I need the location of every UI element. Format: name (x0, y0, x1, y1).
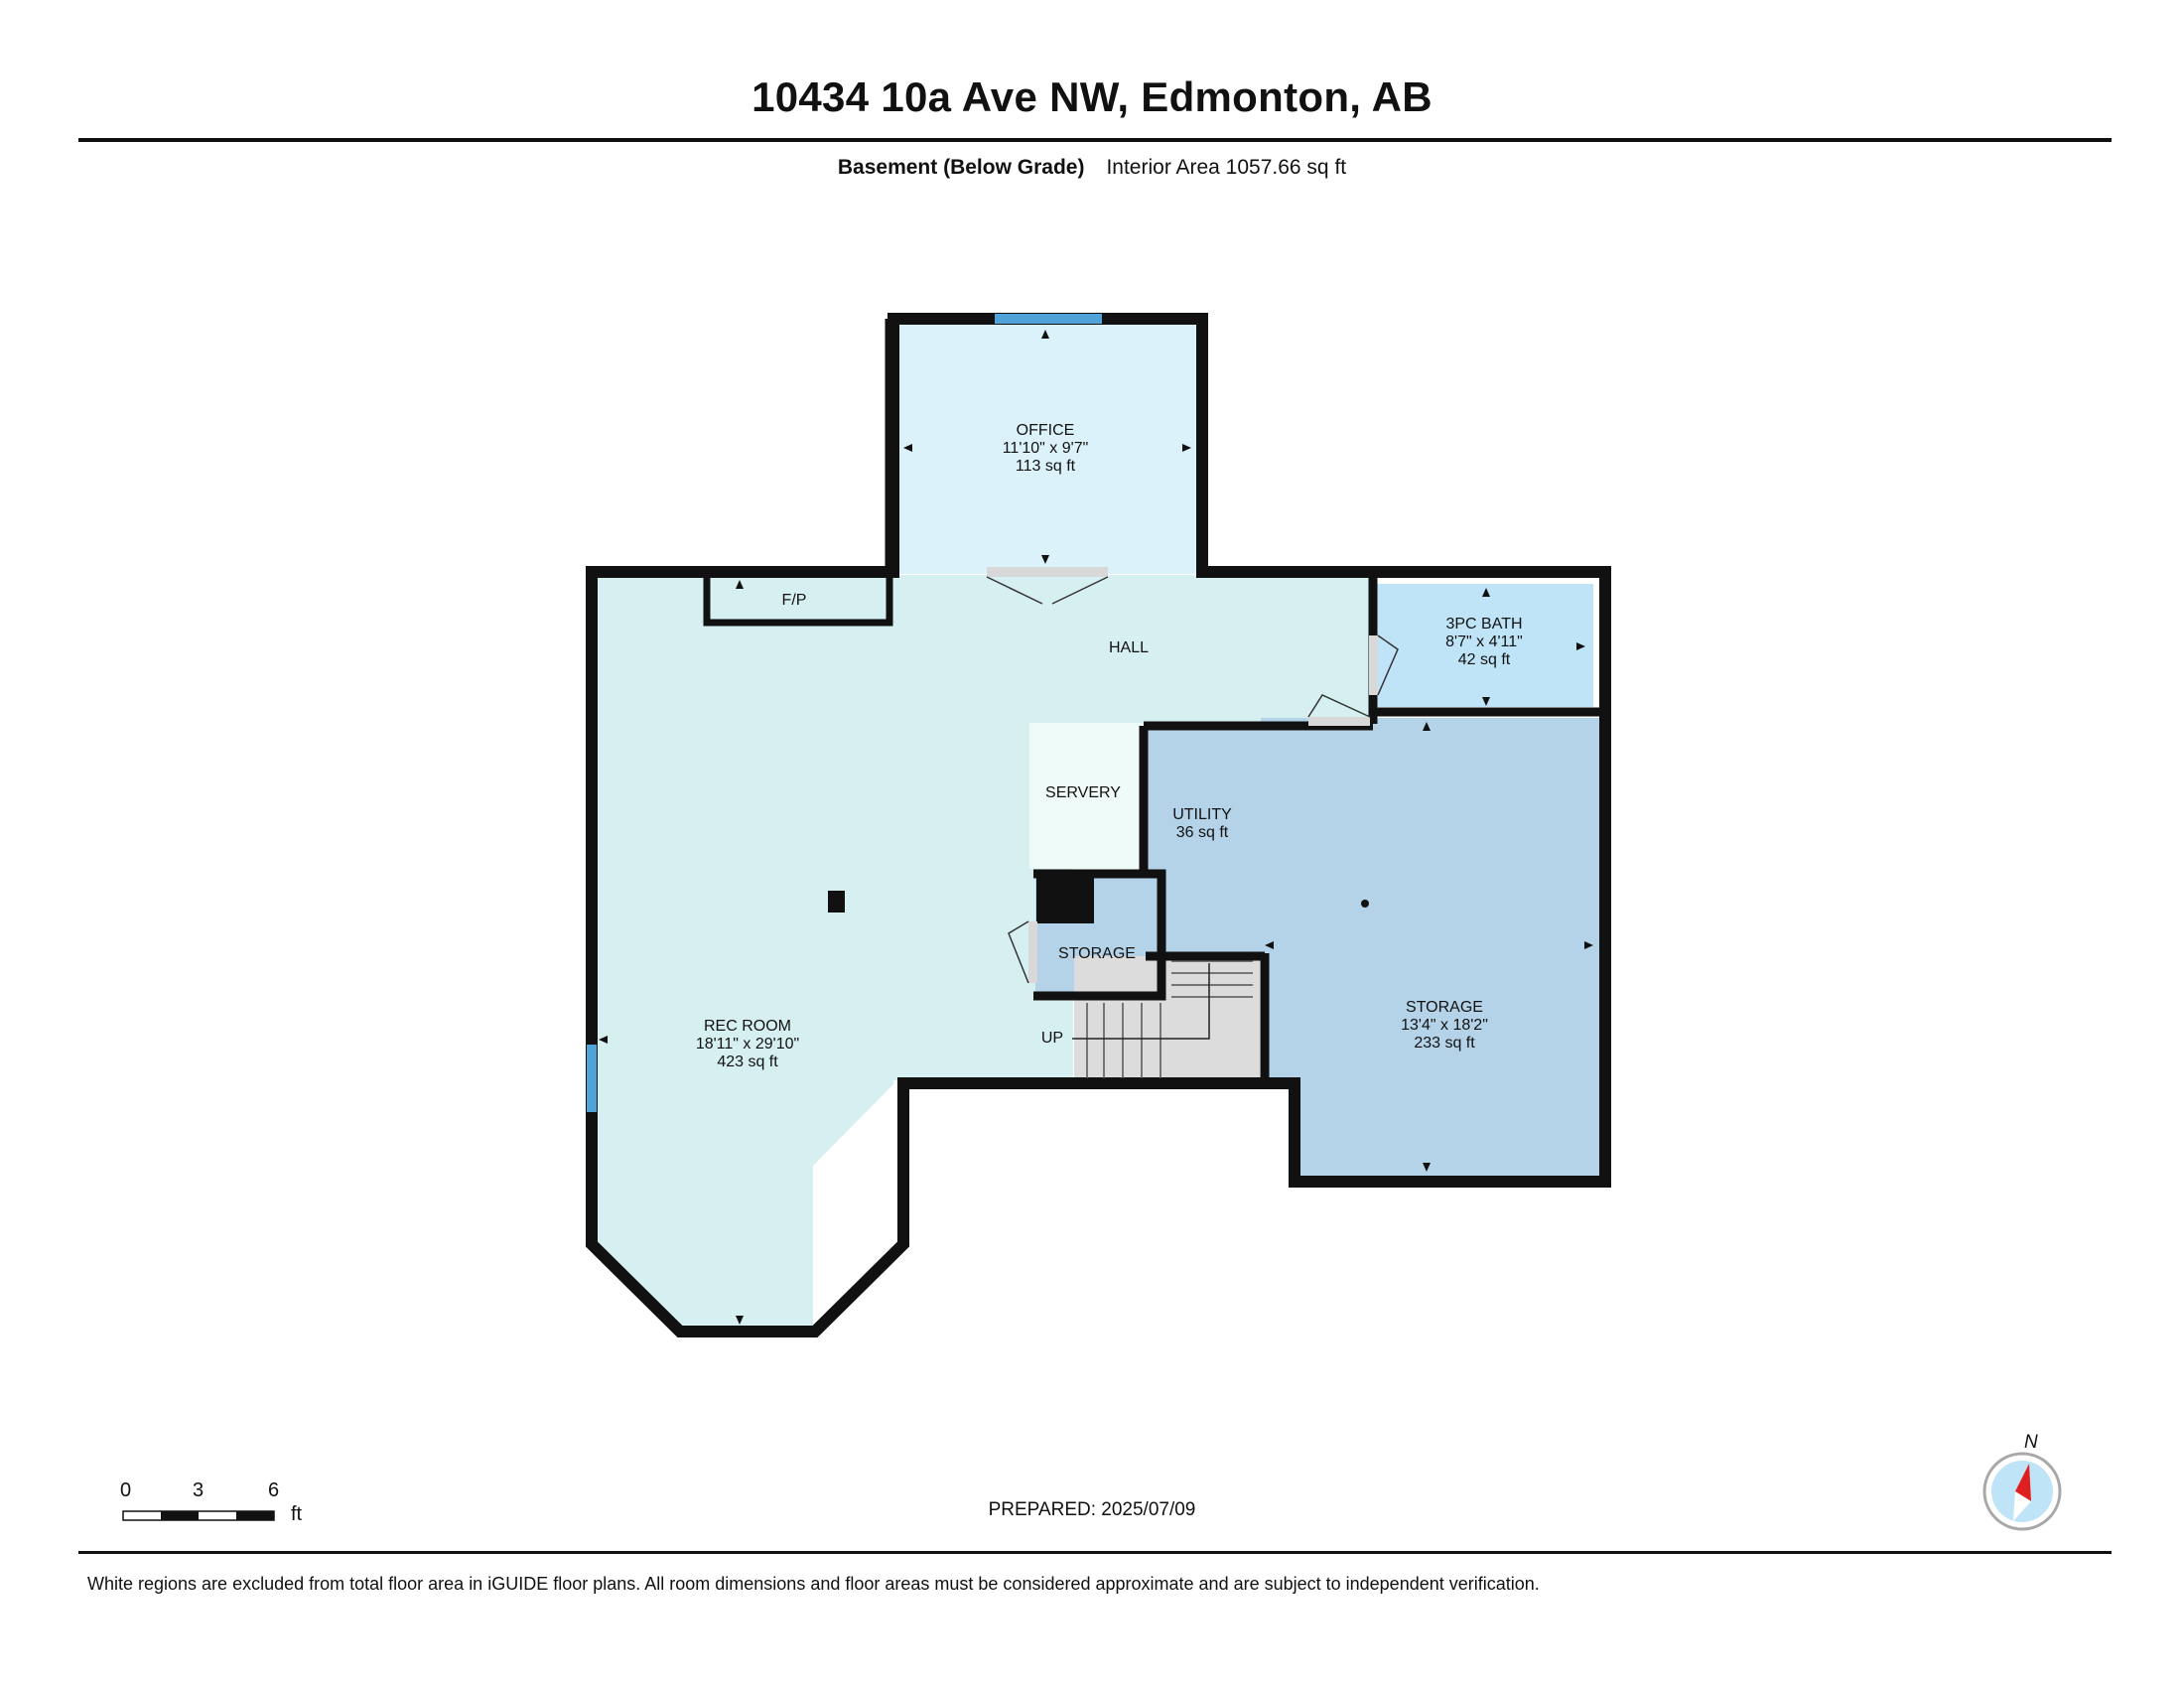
plan-subtitle: Basement (Below Grade) Interior Area 1057… (0, 156, 2184, 180)
interior-area: Interior Area 1057.66 sq ft (1106, 156, 1347, 179)
scale-tick-3: 3 (193, 1479, 205, 1501)
plan-title: 10434 10a Ave NW, Edmonton, AB (751, 73, 1433, 120)
level-name: Basement (Below Grade) (837, 156, 1085, 179)
storage-dot (1361, 900, 1369, 908)
bath-area[interactable] (1375, 584, 1593, 707)
stairs-area[interactable] (1074, 956, 1260, 1078)
scale-unit: ft (291, 1503, 303, 1525)
servery-area[interactable] (1029, 723, 1142, 869)
rec-room-dims: 18'11" x 29'10" (696, 1036, 799, 1053)
compass-icon (1982, 1452, 2062, 1531)
utility-area-text: 36 sq ft (1176, 824, 1229, 841)
rec-room-window (587, 1045, 597, 1112)
hall-area[interactable] (893, 575, 1373, 1080)
storage-large-area[interactable] (1261, 718, 1600, 1178)
rec-room-area-text: 423 sq ft (717, 1054, 778, 1070)
disclaimer-text: White regions are excluded from total fl… (87, 1574, 1540, 1594)
rec-room-area[interactable] (592, 572, 893, 1332)
servery-label: SERVERY (1045, 784, 1121, 801)
office-dims: 11'10" x 9'7" (1003, 440, 1089, 457)
compass-north-label: N (2024, 1432, 2038, 1453)
office-window (995, 314, 1102, 324)
dimension-markers (599, 330, 1593, 1325)
door-swings (986, 567, 1399, 984)
office-label: OFFICE (1017, 422, 1075, 439)
storage-large-dims: 13'4" x 18'2" (1401, 1017, 1488, 1034)
hall-label: HALL (1109, 639, 1149, 656)
fireplace-label: F/P (782, 592, 807, 609)
stairs-label: UP (1041, 1030, 1063, 1047)
office-area[interactable] (894, 321, 1197, 574)
scale-bar (122, 1510, 275, 1521)
utility-label: UTILITY (1172, 806, 1232, 823)
stair-treads (1072, 960, 1253, 1078)
fireplace-block (1036, 874, 1094, 923)
scale-tick-6: 6 (268, 1479, 280, 1501)
prepared-date: PREPARED: 2025/07/09 (988, 1499, 1196, 1520)
bath-dims: 8'7" x 4'11" (1445, 633, 1523, 650)
footer-rule (78, 1551, 2112, 1554)
rec-room-column (828, 891, 845, 913)
office-area-text: 113 sq ft (1016, 458, 1076, 475)
interior-walls (703, 319, 1600, 1079)
scale-tick-0: 0 (120, 1479, 132, 1501)
storage-small-label: STORAGE (1058, 945, 1136, 962)
storage-large-label: STORAGE (1406, 999, 1483, 1016)
storage-large-area-text: 233 sq ft (1414, 1035, 1475, 1052)
header-rule (78, 138, 2112, 142)
bath-area-text: 42 sq ft (1458, 651, 1511, 668)
bath-label: 3PC BATH (1445, 616, 1522, 633)
rec-room-label: REC ROOM (704, 1018, 791, 1035)
